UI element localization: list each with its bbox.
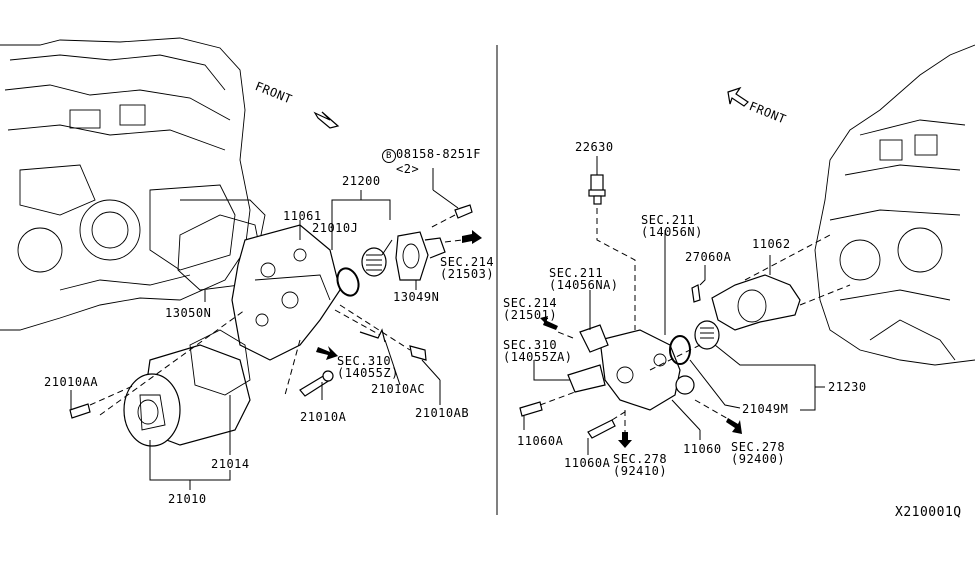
- sec278a-ref: (92410): [613, 464, 668, 478]
- housing-11061: [231, 224, 341, 361]
- sec310r-ref: (14055ZA): [503, 350, 573, 364]
- label-sec278-92410: SEC.278 (92410): [613, 453, 667, 477]
- thermostat-21200: [361, 247, 387, 277]
- sec214r-ref: (21501): [503, 308, 558, 322]
- label-21010AB: 21010AB: [415, 406, 470, 420]
- oring-21049M: [669, 335, 691, 365]
- gasket-11062: [711, 274, 801, 331]
- sec310-text: SEC.310: [337, 354, 392, 368]
- arrow-sec214-icon: [462, 230, 482, 244]
- label-11061: 11061: [283, 209, 322, 223]
- label-11060A-2: 11060A: [564, 456, 611, 470]
- label-11060A-1: 11060A: [517, 434, 564, 448]
- label-21200: 21200: [342, 174, 381, 188]
- label-21010A: 21010A: [300, 410, 347, 424]
- label-13050N: 13050N: [165, 306, 212, 320]
- sec211na-text: SEC.211: [549, 266, 604, 280]
- front-arrow-left-icon: [313, 111, 340, 129]
- bolt-part-number: 08158-8251F: [396, 147, 481, 161]
- right-engine-block: [814, 44, 975, 366]
- arrow-sec278b-icon: [726, 418, 742, 434]
- diagram-id: X210001Q: [895, 505, 962, 520]
- sec278a-text: SEC.278: [613, 452, 668, 466]
- label-21049M: 21049M: [742, 402, 789, 416]
- sec214r-text: SEC.214: [503, 296, 558, 310]
- label-21010AA: 21010AA: [44, 375, 99, 389]
- label-sec211-14056N: SEC.211 (14056N): [641, 214, 703, 238]
- sec310r-text: SEC.310: [503, 338, 558, 352]
- oring-21010J: [336, 267, 360, 297]
- arrow-sec310-icon: [316, 346, 338, 360]
- label-21010J: 21010J: [312, 221, 359, 235]
- bolt-symbol: B: [382, 149, 396, 163]
- bolt-08158: [454, 204, 473, 219]
- label-11060: 11060: [683, 442, 722, 456]
- gasket-21014: [189, 329, 251, 396]
- sec211n-ref: (14056N): [641, 225, 703, 239]
- label-21014: 21014: [211, 457, 250, 471]
- front-arrow-right-icon: [727, 86, 749, 107]
- label-sec310-left: SEC.310 (14055Z): [337, 355, 399, 379]
- label-27060A: 27060A: [685, 250, 732, 264]
- arrow-sec214r-icon: [540, 316, 548, 324]
- label-21230: 21230: [828, 380, 867, 394]
- sec214-ref: (21503): [440, 267, 495, 281]
- thermostat-21230: [694, 320, 720, 350]
- label-22630: 22630: [575, 140, 614, 154]
- sec278b-ref: (92400): [731, 452, 786, 466]
- sec211n-text: SEC.211: [641, 213, 696, 227]
- label-13049N: 13049N: [393, 290, 440, 304]
- label-sec211-14056NA: SEC.211 (14056NA): [549, 267, 619, 291]
- arrow-sec278a-icon: [618, 432, 632, 448]
- bolt-qty: <2>: [396, 162, 420, 176]
- label-sec214-right: SEC.214 (21501): [503, 297, 557, 321]
- label-21010AC: 21010AC: [371, 382, 426, 396]
- label-sec214-left: SEC.214 (21503): [440, 256, 494, 280]
- sec214-text: SEC.214: [440, 255, 495, 269]
- sensor-22630: [588, 174, 606, 205]
- thermostat-housing-11060: [567, 324, 695, 411]
- sec211na-ref: (14056NA): [549, 278, 619, 292]
- label-sec278-92400: SEC.278 (92400): [731, 441, 785, 465]
- label-21010: 21010: [168, 492, 207, 506]
- sec278b-text: SEC.278: [731, 440, 786, 454]
- sec310-ref: (14055Z): [337, 366, 399, 380]
- left-engine-block: [0, 37, 266, 331]
- label-11062: 11062: [752, 237, 791, 251]
- label-sec310-right: SEC.310 (14055ZA): [503, 339, 573, 363]
- water-pump-21010: [123, 344, 251, 447]
- water-outlet-13049N: [395, 231, 446, 281]
